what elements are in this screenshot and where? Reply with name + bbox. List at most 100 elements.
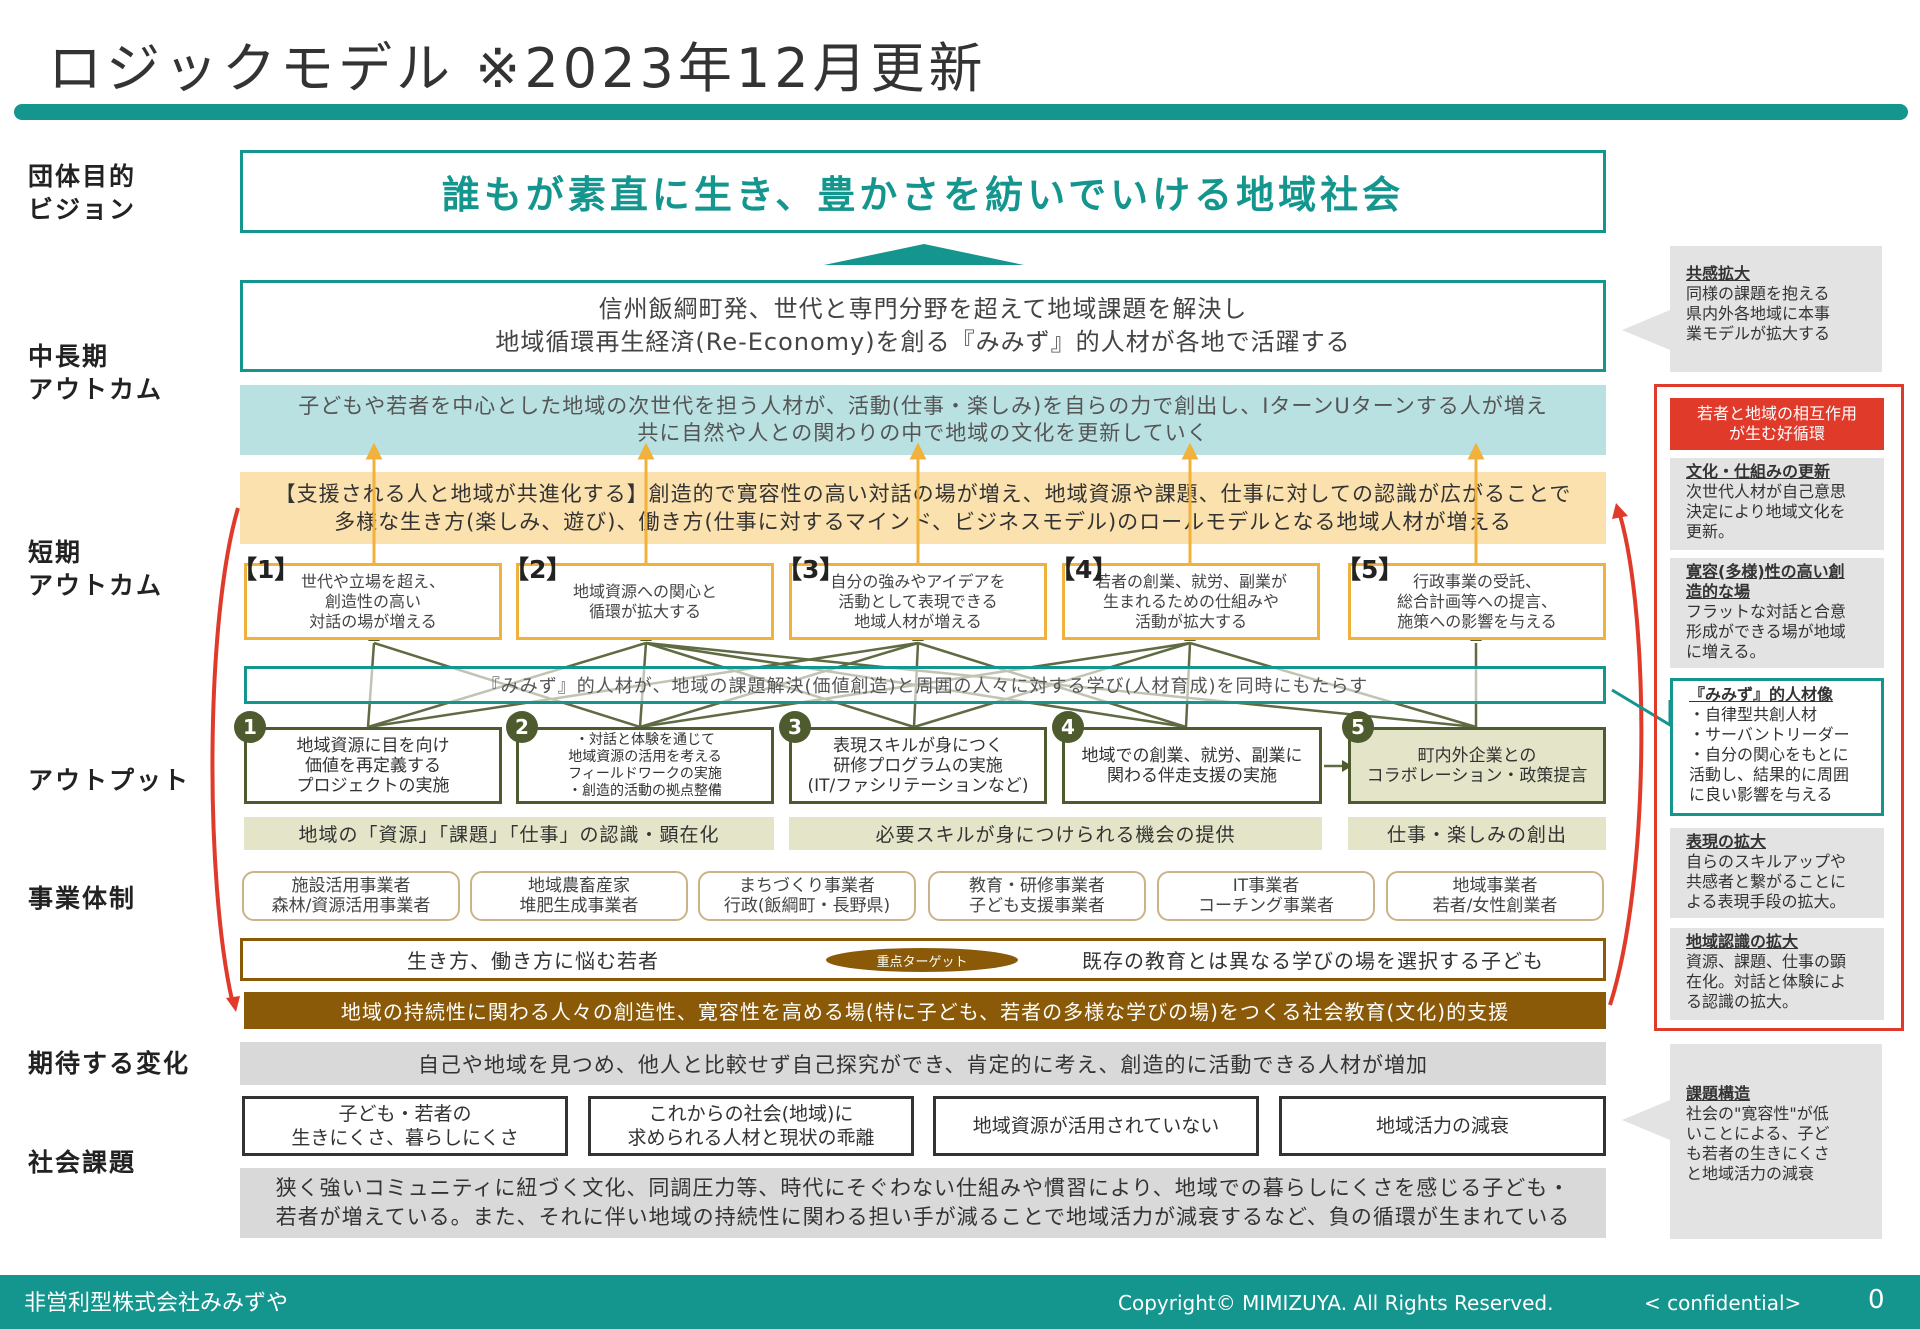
social-line1: 狭く強いコミュニティに紐づく文化、同調圧力等、時代にそぐわない仕組みや慣習により… bbox=[275, 1176, 1571, 1200]
side-expression-line1: 自らのスキルアップや bbox=[1686, 852, 1847, 871]
side-culture-line2: 決定により地域文化を bbox=[1686, 502, 1846, 521]
page-title: ロジックモデル ※2023年12月更新 bbox=[48, 37, 987, 100]
side-tolerance-title2: 造的な場 bbox=[1686, 582, 1751, 601]
title-underline bbox=[14, 104, 1908, 120]
output-item-4: 地域での創業、就労、副業に 関わる伴走支援の実施 bbox=[1062, 727, 1322, 804]
partner-2-line1: 地域農畜産家 bbox=[528, 876, 630, 896]
side-mimizu-line5: に良い影響を与える bbox=[1689, 785, 1833, 804]
side-kadai-line3: も若者の生きにくさ bbox=[1686, 1144, 1830, 1163]
side-mimizu-line1: ・自律型共創人材 bbox=[1689, 705, 1818, 724]
output-item-5-line1: 町内外企業との bbox=[1417, 745, 1537, 766]
shortterm-item-4-line2: 生まれるための仕組みや bbox=[1102, 591, 1279, 611]
side-kyokan: 共感拡大 同様の課題を抱える 県内外各地域に本事 業モデルが拡大する bbox=[1670, 246, 1882, 372]
shortterm-item-1-line3: 対話の場が増える bbox=[309, 611, 437, 631]
row-label-midterm-line2: アウトカム bbox=[28, 375, 164, 404]
partner-6-line2: 若者/女性創業者 bbox=[1432, 896, 1558, 916]
side-tolerance-line2: 形成ができる場が地域 bbox=[1686, 622, 1846, 641]
output-item-1: 地域資源に目を向け 価値を再定義する プロジェクトの実施 bbox=[244, 727, 502, 804]
social-description: 狭く強いコミュニティに紐づく文化、同調圧力等、時代にそぐわない仕組みや慣習により… bbox=[240, 1168, 1606, 1238]
partner-1-line1: 施設活用事業者 bbox=[291, 876, 411, 896]
footer-bar: 非営利型株式会社みみずや Copyright© MIMIZUYA. All Ri… bbox=[0, 1275, 1920, 1329]
side-kadai-line4: と地域活力の減衰 bbox=[1686, 1164, 1815, 1183]
shortterm-num-3: 【3】 bbox=[777, 555, 845, 584]
partner-6-line1: 地域事業者 bbox=[1452, 876, 1538, 896]
side-recognition-line3: る認識の拡大。 bbox=[1686, 992, 1799, 1011]
row-label-midterm-line1: 中長期 bbox=[28, 342, 110, 371]
row-label-social: 社会課題 bbox=[28, 1148, 137, 1177]
shortterm-item-5-line2: 総合計画等への提言、 bbox=[1396, 591, 1557, 611]
shortterm-item-2-line2: 循環が拡大する bbox=[588, 601, 701, 621]
target-left: 生き方、働き方に悩む若者 bbox=[407, 949, 659, 973]
side-tolerance: 寛容(多様)性の高い創 造的な場 フラットな対話と合意 形成ができる場が地域 に… bbox=[1670, 558, 1884, 668]
good-cycle-frame bbox=[1654, 384, 1904, 1031]
midterm-cyan-banner: 子どもや若者を中心とした地域の次世代を担う人材が、活動(仕事・楽しみ)を自らの力… bbox=[240, 385, 1606, 455]
footer-page-number: 0 bbox=[1868, 1285, 1885, 1315]
partner-5-line1: IT事業者 bbox=[1232, 876, 1300, 896]
issue-2-line1: これからの社会(地域)に bbox=[648, 1103, 854, 1125]
side-recognition-title: 地域認識の拡大 bbox=[1686, 932, 1799, 951]
side-tolerance-line3: に増える。 bbox=[1686, 642, 1766, 661]
partner-3: まちづくり事業者 行政(飯綱町・長野県) bbox=[698, 871, 916, 921]
vision-arrow bbox=[824, 244, 1024, 265]
target-right: 既存の教育とは異なる学びの場を選択する子ども bbox=[1082, 949, 1544, 973]
side-mimizu: 『みみず』的人材像 ・自律型共創人材 ・サーバントリーダー ・自分の関心をもとに… bbox=[1670, 678, 1884, 816]
partner-4-line1: 教育・研修事業者 bbox=[969, 876, 1105, 896]
row-label-shortterm-line1: 短期 bbox=[28, 538, 83, 567]
footer-company: 非営利型株式会社みみずや bbox=[24, 1291, 289, 1316]
side-kadai-line2: いことによる、子ど bbox=[1686, 1124, 1830, 1143]
output-item-4-line2: 関わる伴走支援の実施 bbox=[1107, 765, 1277, 786]
output-item-1-line3: プロジェクトの実施 bbox=[296, 775, 450, 796]
shortterm-item-3-line2: 活動として表現できる bbox=[838, 591, 998, 611]
issue-1-line1: 子ども・若者の bbox=[338, 1103, 472, 1125]
output-item-2: ・対話と体験を通じて 地域資源の活用を考える フィールドワークの実施 ・創造的活… bbox=[516, 727, 774, 804]
output-group-1: 地域の「資源」「課題」「仕事」の認識・顕在化 bbox=[244, 817, 774, 850]
side-recognition-line2: 在化。対話と体験によ bbox=[1686, 972, 1847, 991]
good-cycle-header: 若者と地域の相互作用 が生む好循環 bbox=[1670, 398, 1884, 450]
row-label-vision-line1: 団体目的 bbox=[28, 162, 137, 191]
output-item-5: 町内外企業との コラボレーション・政策提言 bbox=[1348, 727, 1606, 804]
footer-copyright: Copyright© MIMIZUYA. All Rights Reserved… bbox=[1118, 1291, 1554, 1315]
output-item-2-line4: ・創造的活動の拠点整備 bbox=[568, 782, 722, 799]
shortterm-item-3-line1: 自分の強みやアイデアを bbox=[830, 571, 1006, 591]
issue-1-line2: 生きにくさ、暮らしにくさ bbox=[291, 1127, 519, 1149]
shortterm-item-3-line3: 地域人材が増える bbox=[854, 611, 982, 631]
shortterm-item-4-line1: 若者の創業、就労、副業が bbox=[1094, 571, 1287, 591]
output-num-3: 3 bbox=[779, 711, 811, 743]
vision-box: 誰もが素直に生き、豊かさを紡いでいける地域社会 bbox=[240, 150, 1606, 233]
output-item-3: 表現スキルが身につく 研修プログラムの実施 (IT/ファシリテーションなど) bbox=[789, 727, 1047, 804]
output-item-4-line1: 地域での創業、就労、副業に bbox=[1081, 745, 1303, 766]
output-item-2-line2: 地域資源の活用を考える bbox=[568, 748, 722, 765]
partner-1: 施設活用事業者 森林/資源活用事業者 bbox=[242, 871, 460, 921]
output-item-2-line1: ・対話と体験を通じて bbox=[575, 731, 715, 748]
output-item-1-line1: 地域資源に目を向け bbox=[296, 735, 450, 756]
output-item-3-line3: (IT/ファシリテーションなど) bbox=[807, 775, 1029, 796]
row-label-vision: 団体目的 ビジョン bbox=[28, 160, 136, 226]
cyan-line1: 子どもや若者を中心とした地域の次世代を担う人材が、活動(仕事・楽しみ)を自らの力… bbox=[298, 394, 1548, 418]
side-kyokan-line2: 県内外各地域に本事 bbox=[1686, 304, 1831, 323]
partner-2-line2: 堆肥生成事業者 bbox=[519, 896, 639, 916]
row-label-vision-line2: ビジョン bbox=[28, 195, 137, 224]
row-label-expected: 期待する変化 bbox=[28, 1049, 191, 1078]
shortterm-num-1: 【1】 bbox=[232, 555, 300, 584]
row-label-structure: 事業体制 bbox=[28, 884, 137, 913]
row-label-output: アウトプット bbox=[28, 766, 191, 795]
side-kyokan-title: 共感拡大 bbox=[1686, 264, 1751, 283]
side-recognition: 地域認識の拡大 資源、課題、仕事の顕 在化。対話と体験によ る認識の拡大。 bbox=[1670, 928, 1884, 1020]
shortterm-item-2-line1: 地域資源への関心と bbox=[572, 581, 717, 601]
side-kyokan-line1: 同様の課題を抱える bbox=[1686, 284, 1830, 303]
row-label-midterm: 中長期 アウトカム bbox=[28, 340, 163, 406]
side-kadai-title: 課題構造 bbox=[1686, 1084, 1751, 1103]
shortterm-item-4: 若者の創業、就労、副業が 生まれるための仕組みや 活動が拡大する bbox=[1062, 563, 1320, 640]
shortterm-item-5-line3: 施策への影響を与える bbox=[1397, 611, 1557, 631]
row-label-shortterm: 短期 アウトカム bbox=[28, 536, 163, 602]
output-num-1: 1 bbox=[234, 711, 266, 743]
partner-4: 教育・研修事業者 子ども支援事業者 bbox=[928, 871, 1146, 921]
target-badge: 重点ターゲット bbox=[826, 948, 1018, 972]
side-kadai-line1: 社会の"寛容性"が低 bbox=[1686, 1104, 1829, 1123]
side-culture-title: 文化・仕組みの更新 bbox=[1686, 462, 1831, 481]
shortterm-item-1-line2: 創造性の高い bbox=[324, 591, 421, 611]
footer-confidential: < confidential> bbox=[1644, 1291, 1802, 1315]
output-item-2-line3: フィールドワークの実施 bbox=[568, 765, 722, 782]
issue-4: 地域活力の減衰 bbox=[1279, 1096, 1606, 1156]
side-kadai: 課題構造 社会の"寛容性"が低 いことによる、子ど も若者の生きにくさ と地域活… bbox=[1670, 1044, 1882, 1239]
